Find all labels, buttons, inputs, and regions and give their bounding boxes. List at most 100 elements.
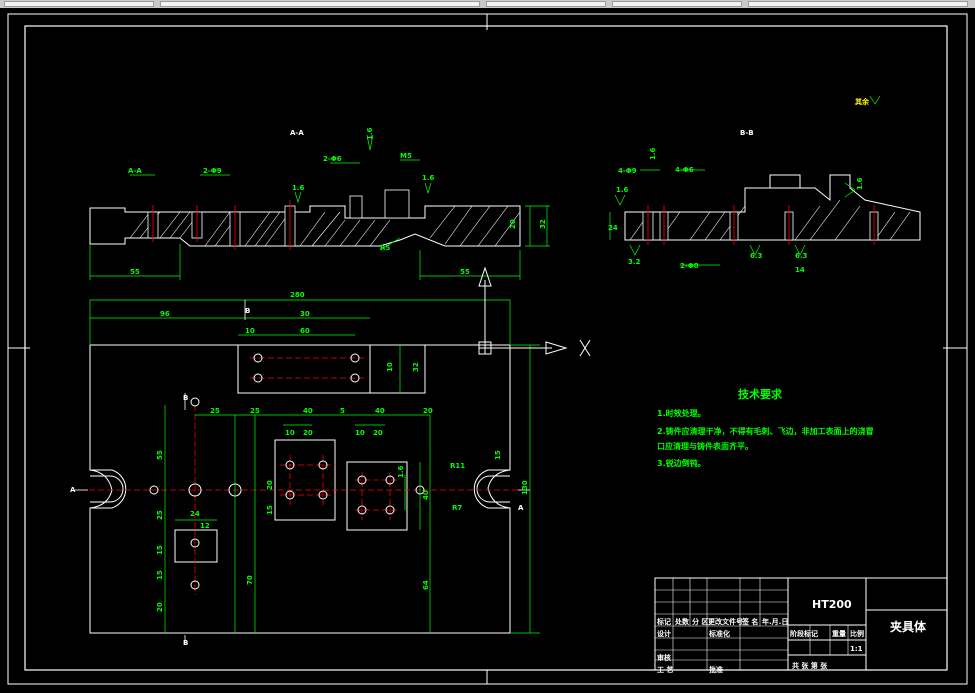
tb-cell: 更改文件号 — [708, 618, 743, 626]
dim-label: 5 — [340, 407, 345, 415]
svg-text:R5: R5 — [380, 244, 390, 252]
tech-requirement-line: 2.铸件应清理干净，不得有毛刺、飞边，非加工表面上的浇冒 — [657, 427, 874, 436]
dim-label: 10 — [355, 429, 365, 437]
svg-text:A: A — [518, 504, 524, 512]
svg-text:4-Φ9: 4-Φ9 — [618, 167, 637, 175]
outer-frame — [7, 13, 968, 685]
tb-cell: 重量 — [832, 630, 846, 638]
tb-cell: 处数 — [675, 618, 689, 626]
svg-text:B: B — [183, 394, 188, 402]
tb-cell: 1:1 — [850, 645, 863, 653]
tb-cell: 批准 — [709, 666, 723, 674]
svg-text:32: 32 — [539, 219, 547, 229]
dim-label: 20 — [156, 602, 164, 612]
dim-label: 55 — [460, 268, 470, 276]
svg-text:B-B: B-B — [740, 129, 754, 137]
ucs-icon — [478, 266, 591, 357]
drawing-canvas[interactable]: A-A 2-Φ9 55 55 A-A 2-Φ6 M5 R5 1.6 1.6 1.… — [0, 8, 975, 693]
dim-label: 10 — [245, 327, 255, 335]
svg-text:6.3: 6.3 — [750, 252, 763, 260]
svg-text:1.6: 1.6 — [422, 174, 435, 182]
svg-text:M5: M5 — [400, 152, 412, 160]
dim-label: 30 — [300, 310, 310, 318]
section-a-a: A-A 2-Φ9 55 55 A-A 2-Φ6 M5 R5 1.6 1.6 1.… — [89, 127, 550, 280]
dim-label: 24 — [190, 510, 200, 518]
plan-view: 280 96 30 10 60 25 25 40 5 40 20 10 20 1… — [70, 291, 540, 647]
dim-label: 25 — [156, 510, 164, 520]
svg-text:1.6: 1.6 — [292, 184, 305, 192]
dim-label: 10 — [285, 429, 295, 437]
dim-label: 55 — [156, 450, 164, 460]
svg-text:2-Φ9: 2-Φ9 — [203, 167, 222, 175]
svg-text:1.6: 1.6 — [649, 147, 657, 160]
toolbar-field[interactable] — [748, 1, 968, 7]
svg-text:1.6: 1.6 — [616, 186, 629, 194]
tb-cell: 标准化 — [709, 630, 730, 638]
tb-cell: 年.月.日 — [762, 618, 789, 626]
dim-label: 40 — [375, 407, 385, 415]
dim-label: 15 — [266, 505, 274, 515]
tb-cell: 标记 — [657, 618, 671, 626]
dim-label: 40 — [303, 407, 313, 415]
toolbar-field[interactable] — [160, 1, 480, 7]
tb-cell: 分 区 — [692, 618, 709, 626]
svg-text:1.6: 1.6 — [856, 177, 864, 190]
tb-cell: 签 名 — [742, 618, 759, 626]
dim-label: 280 — [290, 291, 305, 299]
svg-text:6.3: 6.3 — [795, 252, 808, 260]
toolbar-field[interactable] — [612, 1, 742, 7]
tb-cell: 共 张 第 张 — [792, 662, 828, 670]
tb-cell: 工 艺 — [657, 666, 674, 674]
dim-label: A-A — [128, 167, 142, 175]
dim-label: 20 — [266, 480, 274, 490]
dim-label: 25 — [210, 407, 220, 415]
svg-text:A: A — [70, 486, 76, 494]
dim-label: 1.6 — [397, 465, 405, 478]
tb-cell: 设计 — [657, 630, 671, 638]
svg-text:1.6: 1.6 — [366, 127, 374, 140]
svg-text:2-Φ6: 2-Φ6 — [323, 155, 342, 163]
dim-label: 64 — [422, 580, 430, 590]
title-block — [654, 577, 948, 671]
tech-requirement-line: 1.时效处理。 — [657, 409, 706, 418]
dim-label: 15 — [494, 450, 502, 460]
tech-requirement-line: 3.锐边倒钝。 — [657, 459, 706, 468]
dim-label: 130 — [521, 480, 529, 495]
svg-text:A-A: A-A — [290, 129, 304, 137]
dim-label: 55 — [130, 268, 140, 276]
dim-label: 40 — [422, 490, 430, 500]
tech-requirement-line: 口应清理与铸件表面齐平。 — [657, 442, 753, 451]
tb-cell: 阶段标记 — [790, 630, 818, 638]
toolbar-field[interactable] — [4, 1, 154, 7]
dim-label: 12 — [200, 522, 210, 530]
dim-label: 32 — [412, 362, 420, 372]
tb-cell: 审核 — [657, 654, 671, 662]
dim-label: 20 — [303, 429, 313, 437]
surface-finish-rest: 其余 — [855, 97, 870, 106]
svg-text:20: 20 — [509, 219, 517, 229]
dim-label: 25 — [250, 407, 260, 415]
dim-label: R7 — [452, 504, 462, 512]
svg-text:B: B — [183, 639, 188, 647]
tech-requirements-title: 技术要求 — [738, 388, 782, 401]
dim-label: R11 — [450, 462, 465, 470]
dim-label: 20 — [373, 429, 383, 437]
part-name: 夹具体 — [890, 620, 927, 634]
section-b-b: B-B 4-Φ9 4-Φ6 1.6 3.2 2-Φ8 6.3 6.3 14 24… — [608, 95, 921, 274]
dim-label: 15 — [156, 570, 164, 580]
material-label: HT200 — [812, 598, 852, 611]
dim-label: 96 — [160, 310, 170, 318]
svg-text:14: 14 — [795, 266, 805, 274]
dim-label: 70 — [246, 575, 254, 585]
svg-text:2-Φ8: 2-Φ8 — [680, 262, 699, 270]
dim-label: 15 — [156, 545, 164, 555]
dim-label: 20 — [423, 407, 433, 415]
cad-drawing: A-A 2-Φ9 55 55 A-A 2-Φ6 M5 R5 1.6 1.6 1.… — [7, 13, 968, 685]
svg-text:3.2: 3.2 — [628, 258, 641, 266]
toolbar-field[interactable] — [486, 1, 606, 7]
svg-text:4-Φ6: 4-Φ6 — [675, 166, 694, 174]
dim-label: 10 — [386, 362, 394, 372]
dim-label: 60 — [300, 327, 310, 335]
svg-text:B: B — [245, 307, 250, 315]
svg-text:24: 24 — [608, 224, 618, 232]
